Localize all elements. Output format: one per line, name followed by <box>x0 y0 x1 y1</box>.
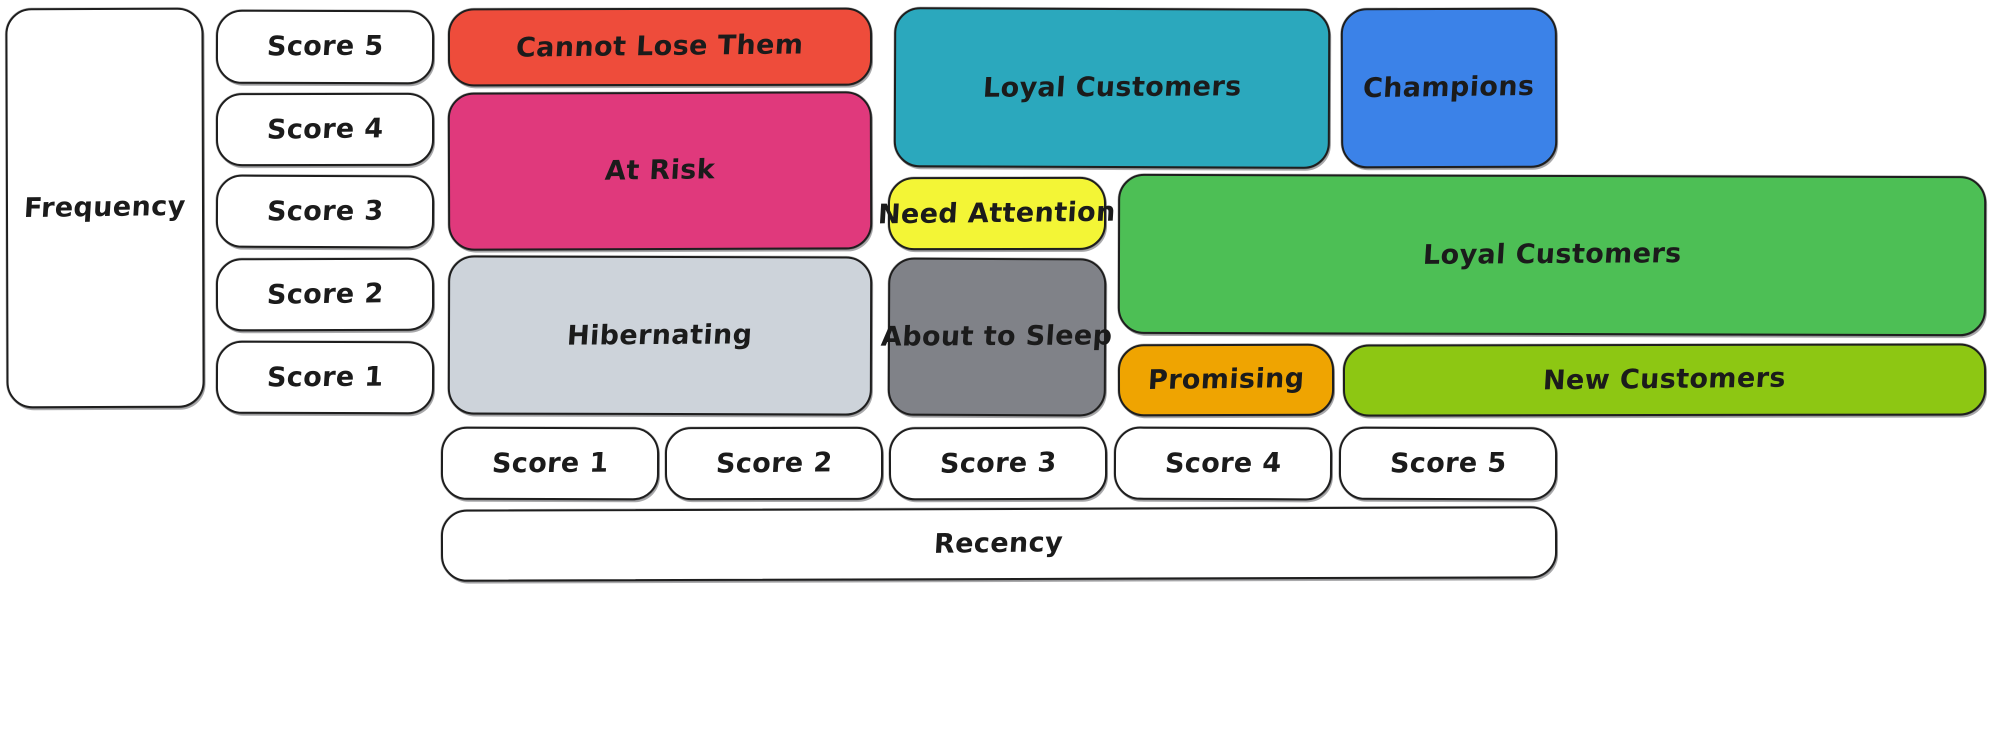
recency-score-3[interactable]: Score 3 <box>888 426 1108 501</box>
segment-need-attention[interactable]: Need Attention <box>877 176 1117 251</box>
recency-axis-label: Recency <box>440 506 1558 582</box>
segment-loyal-customers-teal[interactable]: Loyal Customers <box>893 7 1331 169</box>
segment-hibernating[interactable]: Hibernating <box>447 255 873 416</box>
segment-at-risk[interactable]: At Risk <box>447 91 873 251</box>
segment-cannot-lose-them[interactable]: Cannot Lose Them <box>447 7 873 87</box>
segment-new-customers[interactable]: New Customers <box>1342 343 1987 417</box>
segment-loyal-customers-green[interactable]: Loyal Customers <box>1117 173 1987 337</box>
segment-about-to-sleep[interactable]: About to Sleep <box>880 257 1114 417</box>
frequency-axis-label: Frequency <box>5 7 205 409</box>
recency-score-5[interactable]: Score 5 <box>1338 426 1558 501</box>
recency-score-2[interactable]: Score 2 <box>664 426 884 501</box>
recency-score-1[interactable]: Score 1 <box>440 426 660 501</box>
recency-score-4[interactable]: Score 4 <box>1113 426 1333 501</box>
frequency-score-4[interactable]: Score 4 <box>215 92 435 167</box>
recency-axis-text: Recency <box>933 527 1065 561</box>
frequency-score-5[interactable]: Score 5 <box>215 9 435 85</box>
frequency-score-3[interactable]: Score 3 <box>215 174 435 249</box>
frequency-score-1[interactable]: Score 1 <box>215 340 435 415</box>
segment-promising[interactable]: Promising <box>1117 343 1335 417</box>
frequency-score-2[interactable]: Score 2 <box>215 257 435 332</box>
frequency-axis-text: Frequency <box>23 191 187 225</box>
segment-champions[interactable]: Champions <box>1340 7 1558 169</box>
